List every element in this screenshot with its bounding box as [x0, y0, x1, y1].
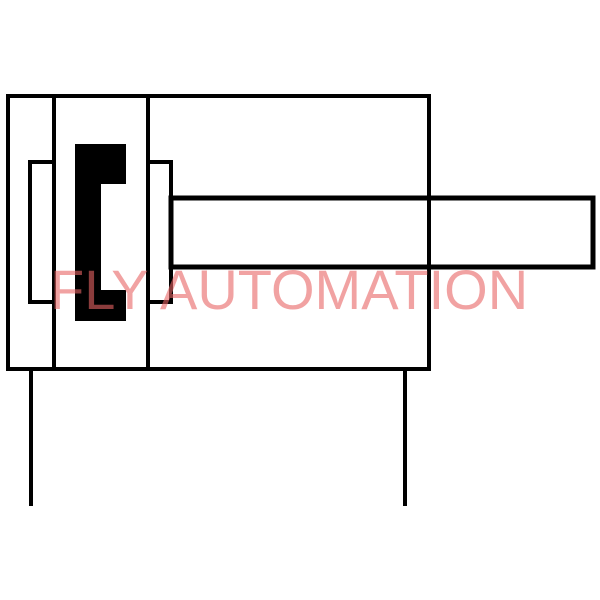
piston-rod [168, 195, 596, 270]
magnetic-piston-marker [75, 144, 126, 321]
cushion-left [28, 160, 56, 304]
cushion-right [146, 160, 173, 304]
cylinder-body [6, 94, 431, 371]
